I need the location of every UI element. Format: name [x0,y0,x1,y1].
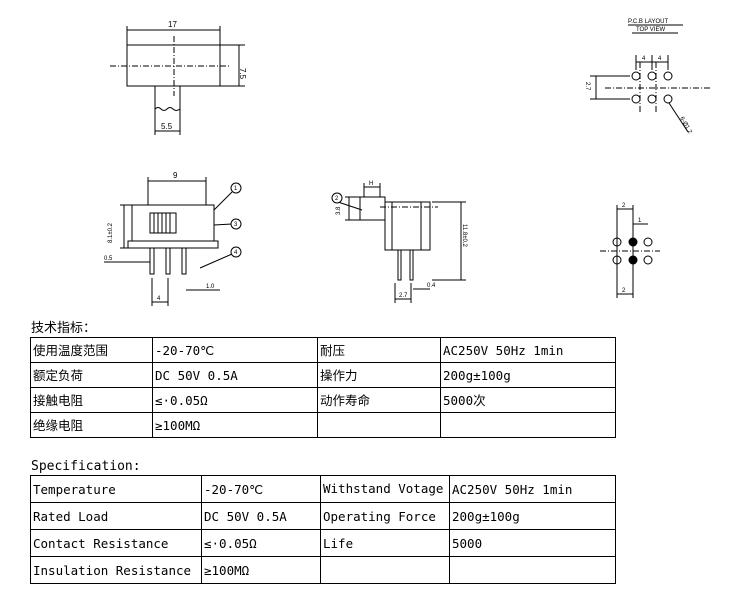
dim-pcb-pitch-b: 4 [658,56,662,62]
en-cell [449,556,616,584]
en-cell: Withstand Votage [320,475,450,503]
cn-cell: 5000次 [440,387,616,413]
cn-cell: DC 50V 0.5A [152,362,318,388]
dim-top-length: 17 [168,20,177,29]
callout-3-circle [230,218,242,230]
en-spec-heading: Specification: [31,459,141,474]
dim-pad-top: 2 [622,203,626,209]
pad-layout-drawing [600,205,660,298]
dim-side-pin: 0.4 [427,283,436,289]
cn-cell: 使用温度范围 [30,337,153,363]
cn-cell: 耐压 [317,337,441,363]
side-view-drawing [337,183,466,303]
callout-1-circle [230,182,242,194]
table-row: Rated Load DC 50V 0.5A Operating Force 2… [30,502,616,530]
cn-cell: ≤·0.05Ω [152,387,318,413]
dim-pad-right: 1 [638,218,642,224]
dim-front-width: 9 [173,171,178,180]
technical-drawings: 17 7.5 5.5 P.C.B LAYOUT TOP VIEW 4 4 2.7… [104,19,712,306]
top-view-drawing [110,26,245,135]
en-cell: AC250V 50Hz 1min [449,475,616,503]
pcb-layout-subtitle: TOP VIEW [636,27,665,33]
en-cell: 5000 [449,529,616,557]
cn-cell: 绝缘电阻 [30,412,153,438]
dim-front-thickness: 0.5 [104,256,113,262]
dim-side-knob: 3.8 [336,206,342,215]
en-cell [320,556,450,584]
en-cell: Rated Load [30,502,202,530]
callout-3-label: 3 [234,222,238,228]
en-cell: Insulation Resistance [30,556,202,584]
cn-cell: ≥100MΩ [152,412,318,438]
en-cell: Temperature [30,475,202,503]
cn-cell: -20-70℃ [152,337,318,363]
dim-pad-bottom: 2 [622,288,626,294]
en-cell: -20-70℃ [201,475,321,503]
front-view-drawing [104,177,233,306]
en-cell: ≤·0.05Ω [201,529,321,557]
cn-spec-heading: 技术指标： [31,321,97,336]
cn-cell: AC250V 50Hz 1min [440,337,616,363]
table-row: 接触电阻 ≤·0.05Ω 动作寿命 5000次 [30,387,616,413]
dim-pcb-pitch-a: 4 [642,56,646,62]
dim-front-height: 8.1±0.2 [108,222,114,243]
dim-side-h: H [369,181,373,187]
pcb-layout-title: P.C.B LAYOUT [628,19,668,25]
dim-top-shaft: 5.5 [161,122,173,131]
cn-spec-table: 使用温度范围 -20-70℃ 耐压 AC250V 50Hz 1min 额定负荷 … [30,337,616,438]
table-row: Contact Resistance ≤·0.05Ω Life 5000 [30,529,616,557]
en-cell: 200g±100g [449,502,616,530]
callout-2-label: 2 [335,196,339,202]
en-cell: Life [320,529,450,557]
cn-cell: 接触电阻 [30,387,153,413]
en-cell: ≥100MΩ [201,556,321,584]
callout-4-circle [230,246,242,258]
dim-pcb-row-gap: 2.7 [584,82,590,91]
callout-1-label: 1 [234,186,238,192]
dim-front-pin-pitch: 4 [157,296,161,302]
dim-top-height: 7.5 [238,68,247,80]
cn-cell: 操作力 [317,362,441,388]
dim-side-pin-pitch: 2.7 [399,293,408,299]
en-cell: Contact Resistance [30,529,202,557]
dim-pcb-hole: 6-Ø1.2 [678,116,693,135]
cn-cell: 200g±100g [440,362,616,388]
dim-side-total: 11.8±0.2 [461,224,467,248]
table-row: Insulation Resistance ≥100MΩ [30,556,616,584]
callout-4-label: 4 [234,250,238,256]
dim-front-pin-width: 1.0 [206,284,215,290]
cn-cell [317,412,441,438]
cn-cell: 动作寿命 [317,387,441,413]
pcb-layout-drawing [590,24,712,133]
en-cell: DC 50V 0.5A [201,502,321,530]
cn-cell [440,412,616,438]
table-row: Temperature -20-70℃ Withstand Votage AC2… [30,475,616,503]
en-spec-table: Temperature -20-70℃ Withstand Votage AC2… [30,475,616,584]
table-row: 使用温度范围 -20-70℃ 耐压 AC250V 50Hz 1min [30,337,616,363]
en-cell: Operating Force [320,502,450,530]
table-row: 额定负荷 DC 50V 0.5A 操作力 200g±100g [30,362,616,388]
callout-2-circle [331,192,343,204]
cn-cell: 额定负荷 [30,362,153,388]
table-row: 绝缘电阻 ≥100MΩ [30,412,616,438]
